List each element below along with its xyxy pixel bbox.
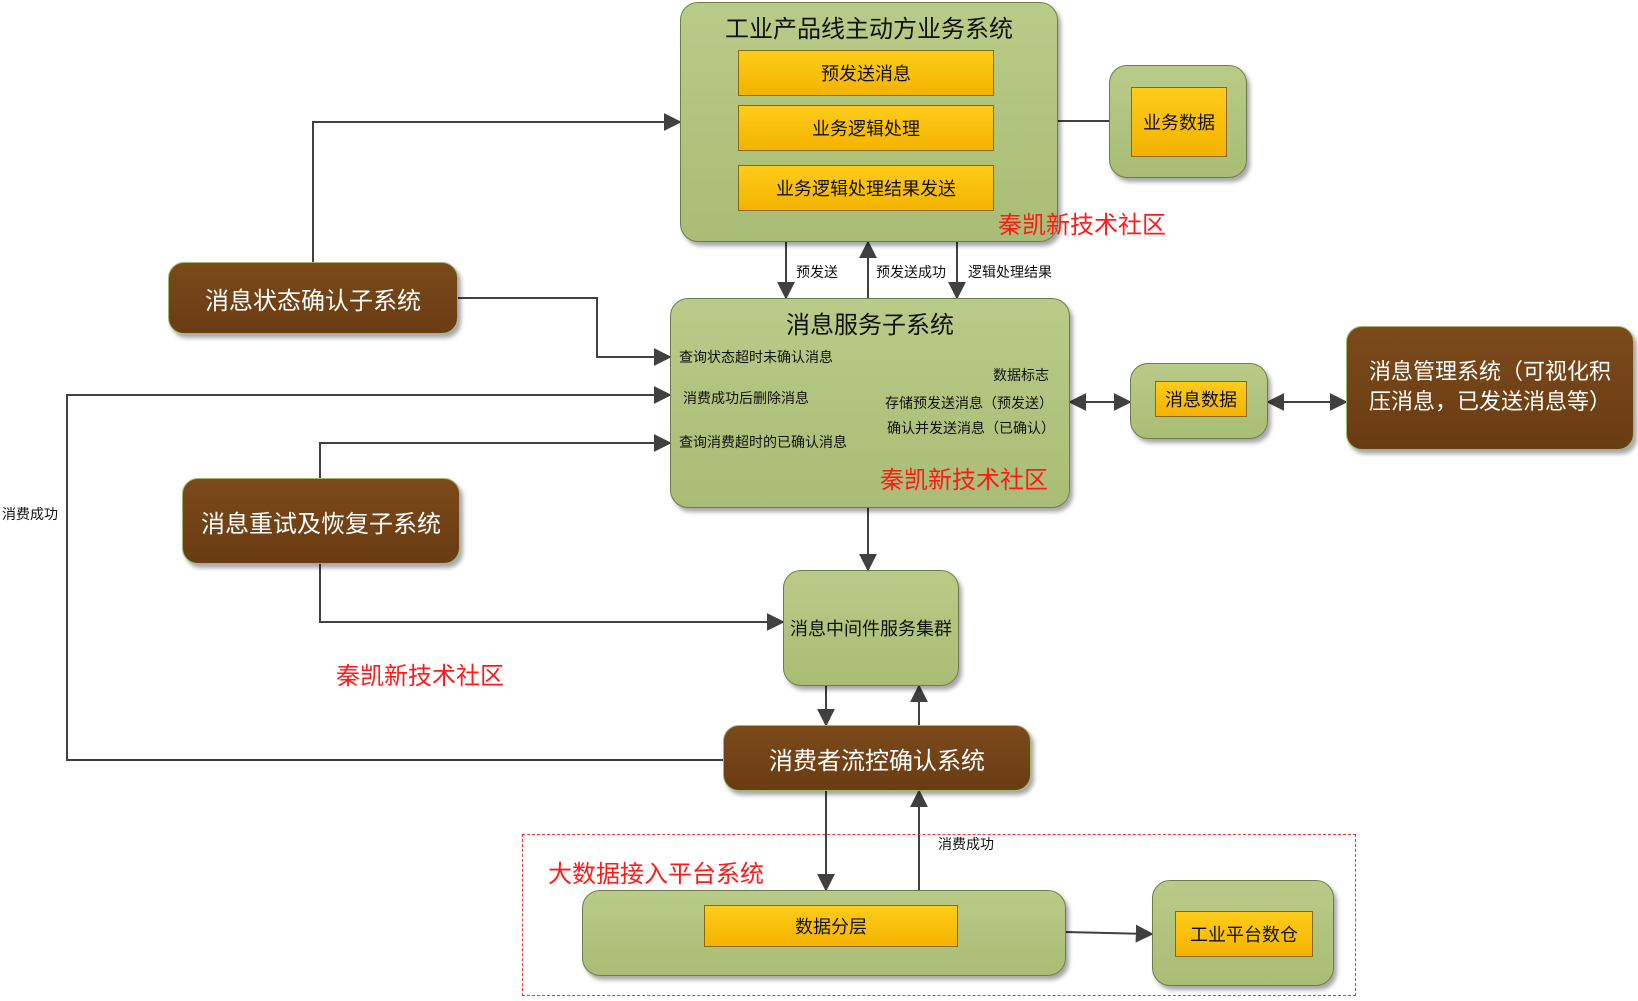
arrow-confirm-to-top-system [312, 113, 682, 262]
query-confirmed-timeout: 查询消费超时的已确认消息 [679, 435, 847, 451]
arrow-retry-to-message-service [319, 434, 672, 478]
management-system: 消息管理系统（可视化积压消息，已发送消息等） [1346, 326, 1634, 450]
message-data: 消息数据 [1155, 381, 1247, 417]
step-business-logic: 业务逻辑处理 [738, 105, 994, 151]
middleware-cluster: 消息中间件服务集群 [783, 570, 959, 686]
query-timeout-unconfirmed: 查询状态超时未确认消息 [679, 350, 833, 366]
warehouse-box: 工业平台数仓 [1152, 880, 1334, 986]
message-service-subsystem: 消息服务子系统 查询状态超时未确认消息 消费成功后删除消息 查询消费超时的已确认… [670, 298, 1070, 508]
data-layering-box: 数据分层 [582, 890, 1066, 976]
big-data-platform-region [522, 834, 1356, 996]
middleware-cluster-label: 消息中间件服务集群 [790, 619, 952, 640]
watermark-3: 秦凯新技术社区 [336, 662, 504, 690]
retry-subsystem: 消息重试及恢复子系统 [182, 478, 460, 564]
watermark-1: 秦凯新技术社区 [998, 211, 1166, 239]
consumer-flow-control: 消费者流控确认系统 [723, 725, 1031, 791]
business-data: 业务数据 [1131, 87, 1227, 157]
business-data-box: 业务数据 [1109, 65, 1247, 178]
data-layering: 数据分层 [704, 905, 958, 947]
store-pre-send: 存储预发送消息（预发送） [885, 396, 1053, 412]
label-pre-send: 预发送 [796, 265, 838, 281]
label-consume-success-left: 消费成功 [2, 507, 58, 523]
data-flag: 数据标志 [993, 368, 1049, 384]
label-consume-success-bottom: 消费成功 [938, 837, 994, 853]
big-data-platform-title: 大数据接入平台系统 [548, 860, 764, 888]
top-business-system-title: 工业产品线主动方业务系统 [725, 15, 1013, 43]
label-logic-result: 逻辑处理结果 [968, 265, 1052, 281]
step-logic-result-send: 业务逻辑处理结果发送 [738, 165, 994, 211]
arrow-consume-success-loop [66, 386, 723, 761]
label-pre-send-success: 预发送成功 [876, 265, 946, 281]
message-data-box: 消息数据 [1130, 363, 1268, 439]
top-business-system: 工业产品线主动方业务系统 预发送消息 业务逻辑处理 业务逻辑处理结果发送 [680, 2, 1058, 242]
confirm-subsystem: 消息状态确认子系统 [168, 262, 458, 334]
arrow-confirm-to-message-service [458, 297, 672, 366]
message-service-title: 消息服务子系统 [786, 311, 954, 339]
watermark-2: 秦凯新技术社区 [880, 466, 1048, 494]
confirm-and-send: 确认并发送消息（已确认） [887, 421, 1055, 437]
arrow-retry-to-middleware [319, 564, 785, 631]
step-pre-send-message: 预发送消息 [738, 50, 994, 96]
arrow-layering-to-warehouse [1065, 924, 1154, 943]
delete-after-consume: 消费成功后删除消息 [683, 391, 809, 407]
warehouse: 工业平台数仓 [1175, 911, 1313, 957]
